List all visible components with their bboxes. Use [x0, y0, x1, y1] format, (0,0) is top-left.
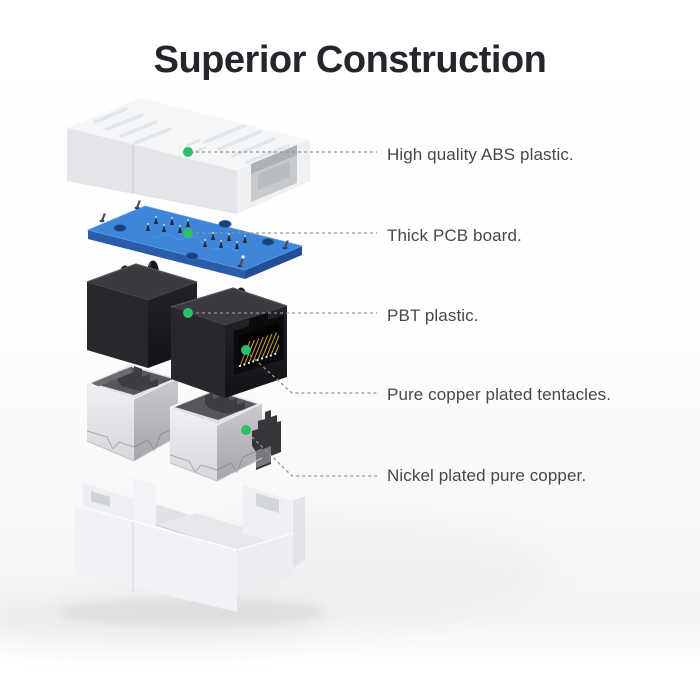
callout-leader-lines [196, 151, 377, 477]
callout-dot-pbt [183, 308, 193, 318]
leader-nickel [251, 436, 377, 477]
callout-dots [183, 147, 251, 435]
callout-dot-copper [241, 345, 251, 355]
shield-left [86, 362, 179, 462]
tray-slot-right [256, 493, 279, 513]
callout-label-pcb: Thick PCB board. [387, 226, 522, 245]
callout-label-pbt: PBT plastic. [387, 306, 479, 325]
callout-dot-abs [183, 147, 193, 157]
pbt-connector-right [170, 287, 288, 398]
pcb-corner-pins [99, 197, 290, 268]
shield-right [169, 386, 281, 482]
leader-copper [249, 354, 377, 394]
pcb-solder-pins [146, 216, 247, 249]
callout-dot-nickel [241, 425, 251, 435]
shell-grip-grooves [93, 107, 290, 164]
tray-slot-left [91, 491, 110, 507]
page-title: Superior Construction [153, 39, 547, 82]
callout-label-copper: Pure copper plated tentacles. [387, 385, 612, 404]
callout-label-abs: High quality ABS plastic. [387, 145, 574, 164]
callout-label-nickel: Nickel plated pure copper. [387, 466, 587, 485]
callout-dot-pcb [183, 228, 193, 238]
top-shell [65, 97, 312, 214]
pcb-board [86, 197, 304, 279]
pcb-mount-holes [113, 220, 275, 260]
bottom-shell [74, 473, 305, 612]
